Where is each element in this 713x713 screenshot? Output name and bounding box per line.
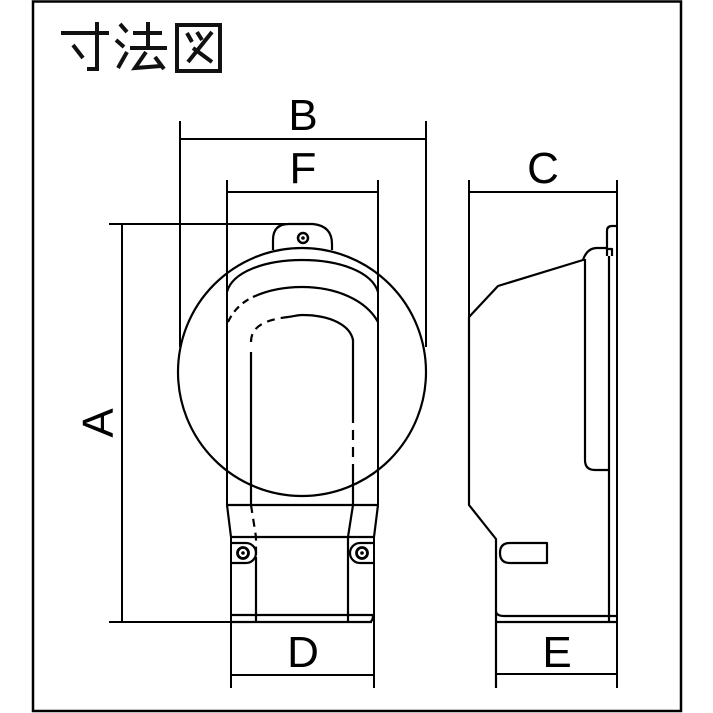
duct-second-arc-hidden: [227, 296, 254, 323]
dimension-a-label: A: [74, 408, 123, 438]
dimension-e-label: E: [542, 628, 571, 677]
inner-channel-right: [346, 472, 355, 622]
side-slot: [498, 541, 549, 565]
dimension-b-label: B: [288, 91, 317, 140]
screw-icon: [355, 546, 369, 560]
screw-icon: [236, 546, 250, 560]
dimension-f-label: F: [290, 144, 317, 193]
screw-center-icon: [360, 551, 364, 555]
side-body-top-profile: [468, 246, 607, 318]
transition-band: [225, 503, 380, 539]
title-glyph-hou: [114, 22, 167, 71]
screw-center-icon: [241, 551, 245, 555]
drawing-frame: [31, 0, 683, 713]
screw-center-icon: [301, 236, 305, 240]
flange-circle: [176, 246, 428, 498]
duct-outer-arc: [225, 258, 380, 293]
mounting-tab: [271, 222, 334, 250]
side-base-upper-edge: [494, 611, 617, 618]
duct-second-arc: [252, 285, 379, 323]
title-glyph-zu: [175, 23, 222, 73]
screw-icon: [296, 231, 310, 245]
screw-bracket-right: [348, 541, 374, 565]
side-body-front-edge: [467, 317, 498, 688]
side-flange-inner-edge: [583, 259, 609, 472]
front-view: B F A D: [74, 91, 428, 688]
side-view: C E: [467, 144, 618, 688]
side-tab-notch: [607, 247, 614, 256]
side-mounting-tab: [605, 224, 617, 256]
dimension-c-label: C: [527, 144, 559, 193]
title-glyphs: [61, 22, 222, 73]
inner-channel-hidden-top: [249, 315, 289, 343]
screw-bracket-left: [232, 541, 258, 565]
title-glyph-sun: [61, 22, 109, 71]
inner-channel-top: [287, 313, 355, 413]
dimension-d-label: D: [287, 628, 319, 677]
